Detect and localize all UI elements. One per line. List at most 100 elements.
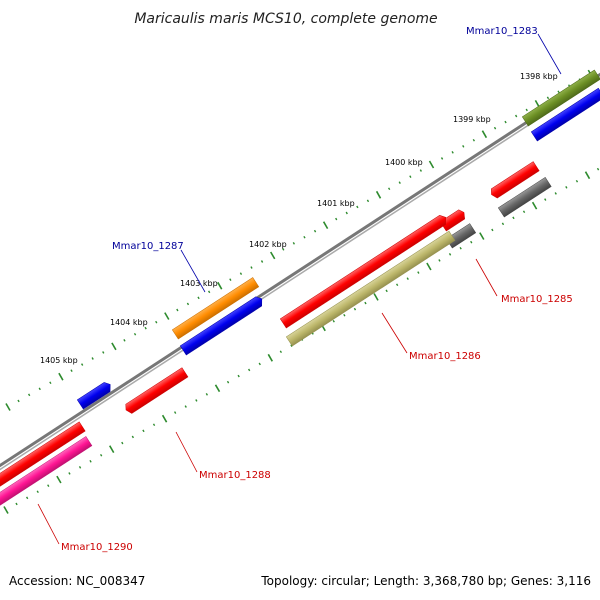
outer-ring-minor-tick <box>398 181 401 184</box>
outer-ring-minor-tick <box>557 90 560 94</box>
kbp-label-1401: 1401 kbp <box>317 199 355 208</box>
gene-mmar10-1288[interactable] <box>123 367 189 415</box>
inner-ring-major-tick <box>214 384 221 393</box>
inner-ring-minor-tick <box>491 228 494 232</box>
gene-label-mmar10-1286[interactable]: Mmar10_1286 <box>409 351 481 362</box>
inner-ring-major-tick <box>56 475 62 484</box>
kbp-label-1402: 1402 kbp <box>249 240 287 249</box>
inner-ring-minor-tick <box>406 277 409 280</box>
gene-small-red-1284[interactable] <box>489 161 540 200</box>
gene-label-mmar10-1290[interactable]: Mmar10_1290 <box>61 542 133 553</box>
outer-ring-major-tick <box>270 251 276 260</box>
inner-ring-major-tick <box>161 414 168 423</box>
inner-ring-minor-tick <box>459 246 462 250</box>
gene-small-red-1285[interactable] <box>439 208 467 232</box>
gene-mmar10-1287-orange[interactable] <box>171 277 260 340</box>
inner-ring-minor-tick <box>173 411 177 414</box>
inner-ring-minor-tick <box>395 283 399 287</box>
gene-mmar10-1283-upper[interactable] <box>521 69 600 127</box>
inner-ring-major-tick <box>267 353 273 362</box>
gene-label-mmar10-1288[interactable]: Mmar10_1288 <box>199 470 271 481</box>
kbp-label-1400: 1400 kbp <box>385 158 423 167</box>
inner-ring-minor-tick <box>89 459 92 463</box>
outer-ring-minor-tick <box>419 169 423 172</box>
gene-mmar10-1286-khaki[interactable] <box>285 230 456 347</box>
outer-ring-minor-tick <box>303 235 306 239</box>
outer-ring-minor-tick <box>472 138 476 142</box>
outer-ring-major-tick <box>322 221 329 230</box>
outer-ring-minor-tick <box>525 108 528 112</box>
gene-label-mmar10-1285[interactable]: Mmar10_1285 <box>501 294 573 305</box>
inner-ring-minor-tick <box>152 423 156 427</box>
inner-ring-minor-tick <box>448 253 452 256</box>
outer-ring-minor-tick <box>17 399 20 403</box>
outer-ring-major-tick <box>375 190 382 199</box>
outer-ring-minor-tick <box>70 369 73 372</box>
genome-backbone <box>0 72 600 471</box>
outer-ring-minor-tick <box>345 211 348 215</box>
gene-mmar10-1287-blue[interactable] <box>179 295 265 356</box>
outer-tick-ring <box>5 69 593 411</box>
inner-ring-minor-tick <box>131 435 135 439</box>
inner-ring-minor-tick <box>364 301 367 305</box>
outer-ring-minor-tick <box>239 272 243 275</box>
outer-ring-minor-tick <box>229 278 232 281</box>
gene-label-mmar10-1283[interactable]: Mmar10_1283 <box>466 26 538 37</box>
inner-ring-minor-tick <box>25 496 29 500</box>
inner-ring-minor-tick <box>565 186 568 189</box>
outer-ring-minor-tick <box>440 157 444 160</box>
outer-ring-minor-tick <box>546 96 550 100</box>
outer-ring-minor-tick <box>493 126 497 130</box>
outer-ring-minor-tick <box>356 205 359 209</box>
inner-ring-minor-tick <box>68 472 71 475</box>
inner-ring-minor-tick <box>385 289 388 293</box>
inner-ring-minor-tick <box>544 198 547 201</box>
outer-ring-minor-tick <box>409 175 412 178</box>
label-leader-lines <box>37 33 562 545</box>
topology-text: Topology: circular; Length: 3,368,780 bp… <box>260 574 591 588</box>
inner-ring-minor-tick <box>142 429 145 433</box>
gene-mmar10-1290-red[interactable] <box>0 421 86 493</box>
outer-ring-minor-tick <box>144 326 147 330</box>
kbp-label-1404: 1404 kbp <box>110 318 148 327</box>
outer-ring-minor-tick <box>260 260 264 263</box>
inner-ring-minor-tick <box>343 313 346 317</box>
outer-ring-minor-tick <box>197 296 200 300</box>
inner-ring-minor-tick <box>195 399 198 402</box>
inner-ring-minor-tick <box>99 453 103 457</box>
outer-ring-major-tick <box>164 312 170 320</box>
kbp-label-1398: 1398 kbp <box>520 72 558 81</box>
kbp-label-1403: 1403 kbp <box>180 279 218 288</box>
inner-ring-major-tick <box>373 293 379 301</box>
inner-ring-minor-tick <box>290 344 293 347</box>
inner-ring-minor-tick <box>501 222 505 226</box>
outer-ring-minor-tick <box>186 302 190 306</box>
outer-ring-minor-tick <box>207 290 211 294</box>
inner-ring-minor-tick <box>237 374 240 378</box>
gene-mmar10-1286-red[interactable] <box>279 213 449 329</box>
outer-ring-minor-tick <box>133 332 137 336</box>
inner-ring-minor-tick <box>205 393 209 396</box>
accession-text: Accession: NC_008347 <box>9 574 145 588</box>
outer-ring-minor-tick <box>38 387 41 391</box>
gene-label-mmar10-1287[interactable]: Mmar10_1287 <box>112 241 184 252</box>
outer-ring-minor-tick <box>176 308 179 312</box>
gene-grey-1284b[interactable] <box>497 176 552 218</box>
outer-ring-minor-tick <box>292 242 296 245</box>
inner-ring-major-tick <box>3 506 9 514</box>
inner-ring-minor-tick <box>47 484 50 487</box>
gene-mmar10-1283-lower[interactable] <box>530 87 600 142</box>
gene-small-blue-1289[interactable] <box>76 380 113 410</box>
inner-ring-major-tick <box>531 201 538 210</box>
inner-ring-minor-tick <box>184 405 187 408</box>
outer-ring-minor-tick <box>504 120 507 124</box>
inner-ring-minor-tick <box>596 167 600 171</box>
outer-ring-minor-tick <box>27 393 31 397</box>
gene-mmar10-1290-pink[interactable] <box>0 436 93 512</box>
inner-tick-ring <box>3 167 600 514</box>
inner-ring-minor-tick <box>575 179 579 183</box>
inner-ring-minor-tick <box>78 466 82 469</box>
inner-ring-major-tick <box>426 262 432 271</box>
outer-ring-minor-tick <box>155 320 158 324</box>
